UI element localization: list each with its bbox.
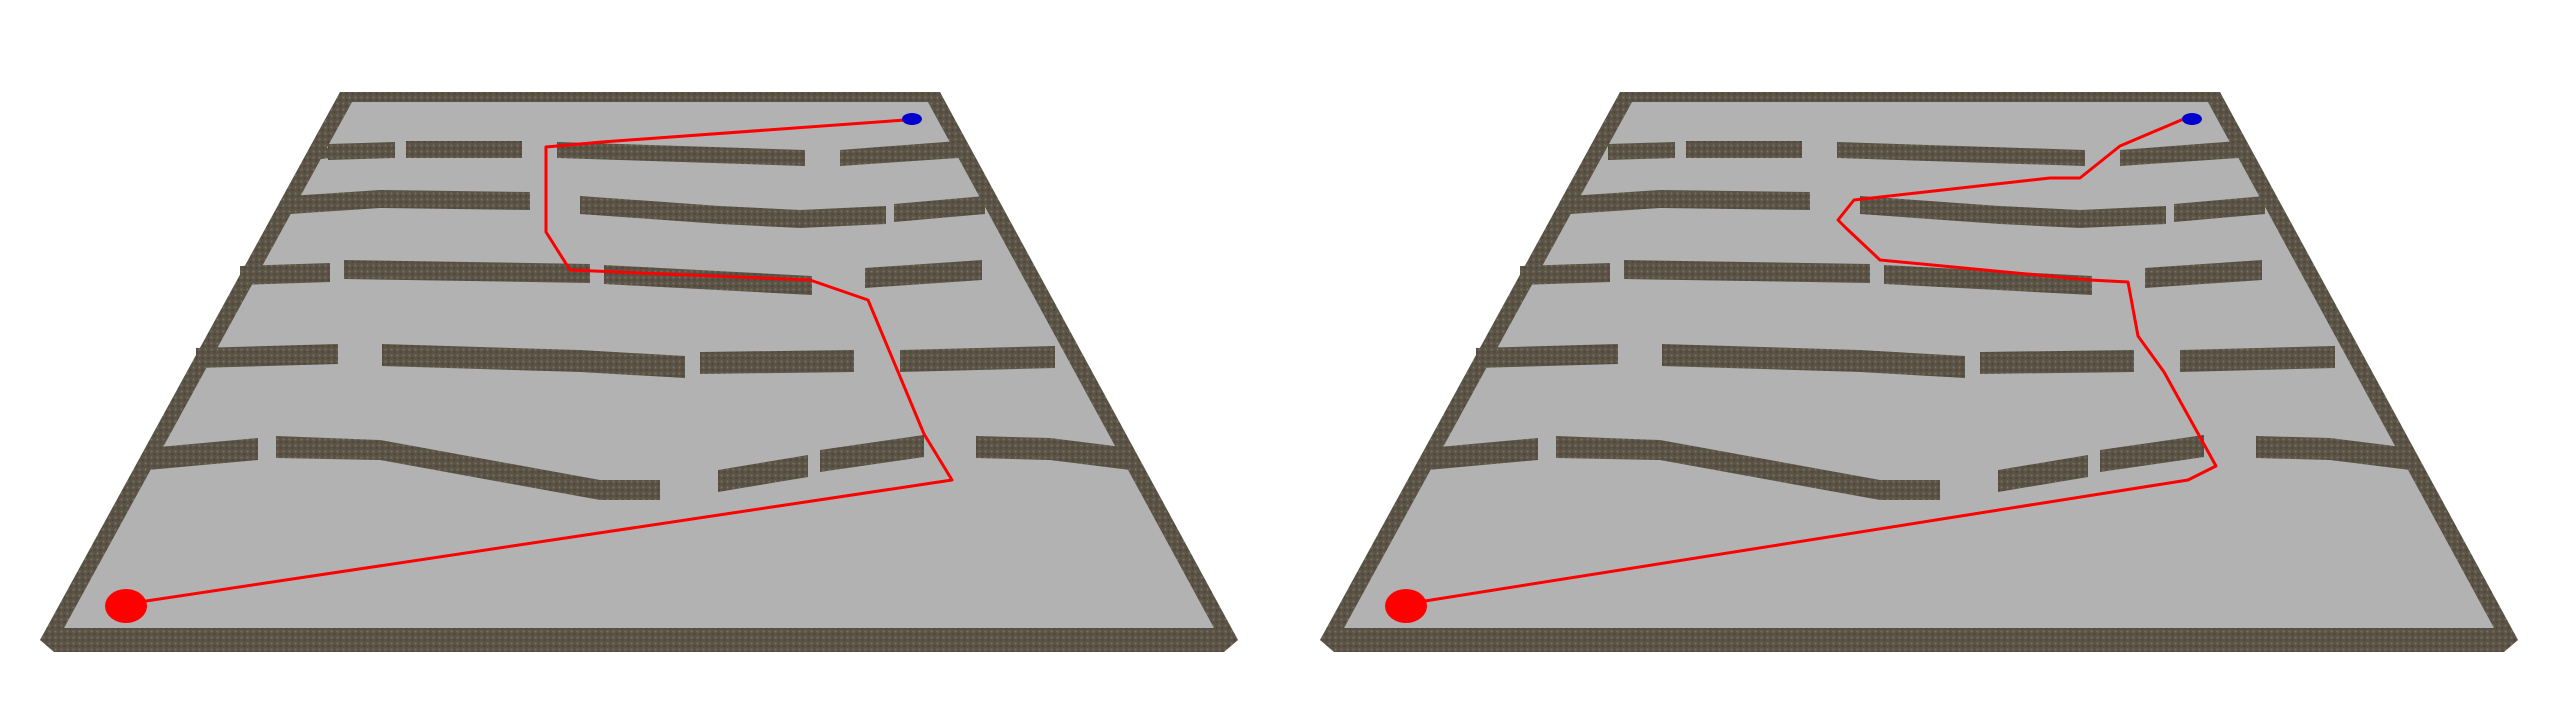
maze-inner-walls xyxy=(148,141,1130,500)
goal-marker xyxy=(902,113,922,125)
maze-wall xyxy=(1476,344,1618,368)
maze-wall xyxy=(1570,190,1810,214)
maze-wall xyxy=(290,190,530,214)
maze-wall xyxy=(1860,196,2166,228)
maze-frame-ledges xyxy=(313,148,330,160)
start-marker xyxy=(1385,589,1427,623)
maze-wall xyxy=(2256,436,2410,470)
maze-wall xyxy=(557,142,805,166)
start-marker xyxy=(105,589,147,623)
maze-wall xyxy=(2174,196,2265,222)
maze-wall xyxy=(1624,260,1870,283)
maze-wall xyxy=(1998,455,2088,492)
maze-wall xyxy=(328,142,395,160)
maze-wall xyxy=(718,455,808,492)
maze-wall xyxy=(1520,263,1610,285)
goal-marker xyxy=(2182,113,2202,125)
maze-wall xyxy=(976,436,1130,470)
maze-wall xyxy=(820,435,924,472)
maze-wall xyxy=(313,148,330,160)
maze-panel-left xyxy=(40,92,1238,652)
maze-wall xyxy=(2180,346,2335,372)
maze-wall xyxy=(1686,141,1802,158)
maze-wall xyxy=(344,260,590,283)
maze-wall xyxy=(700,350,854,374)
maze-wall xyxy=(1608,142,1675,160)
route-path-left xyxy=(125,118,954,606)
maze-wall xyxy=(840,141,958,166)
maze-wall xyxy=(2145,260,2262,288)
maze-wall xyxy=(1662,344,1965,378)
maze-wall xyxy=(1428,438,1538,470)
maze-wall xyxy=(865,260,982,288)
maze-wall xyxy=(406,141,522,158)
maze-wall xyxy=(1980,350,2134,374)
maze-inner-walls xyxy=(1428,141,2410,500)
maze-wall xyxy=(1837,142,2085,166)
maze-wall xyxy=(196,344,338,368)
maze-wall xyxy=(276,436,660,500)
maze-wall xyxy=(1556,436,1940,500)
route-path-right xyxy=(1405,116,2218,606)
maze-wall xyxy=(580,196,886,228)
maze-wall xyxy=(1884,265,2092,295)
maze-wall xyxy=(2120,141,2238,166)
maze-wall xyxy=(900,346,1055,372)
maze-wall xyxy=(894,196,985,222)
maze-wall xyxy=(148,438,258,470)
maze-wall xyxy=(382,344,685,378)
maze-panel-right xyxy=(1320,92,2518,652)
maze-wall xyxy=(2100,435,2204,472)
maze-wall xyxy=(240,263,330,285)
